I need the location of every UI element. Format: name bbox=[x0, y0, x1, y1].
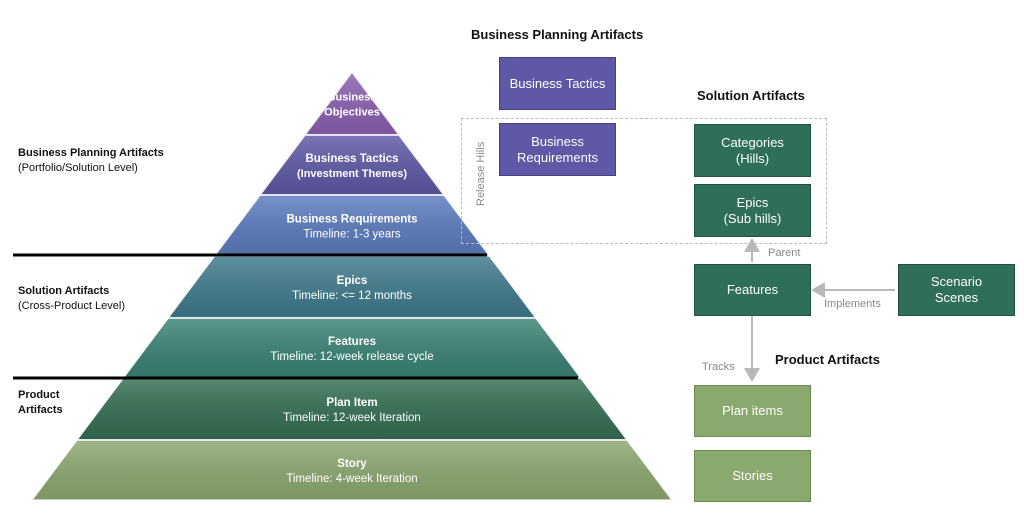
heading-product-artifacts: Product Artifacts bbox=[775, 352, 880, 367]
side-label-business-planning: Business Planning Artifacts (Portfolio/S… bbox=[18, 146, 164, 176]
pyramid-layer-title-6: Plan Item bbox=[326, 397, 377, 409]
heading-business-planning-artifacts: Business Planning Artifacts bbox=[471, 27, 644, 42]
side-label-solution-title: Solution Artifacts bbox=[18, 285, 110, 297]
box-scenario-line2: Scenes bbox=[934, 290, 979, 305]
side-label-product-line1: Product bbox=[18, 389, 60, 401]
pyramid-layer-title-7: Story bbox=[337, 458, 367, 470]
connector-label-tracks: Tracks bbox=[702, 361, 735, 373]
release-hills-region bbox=[461, 118, 827, 244]
pyramid-layer-title-3: Business Requirements bbox=[286, 214, 417, 226]
box-scenario-scenes: Scenario Scenes bbox=[898, 264, 1015, 316]
box-features: Features bbox=[694, 264, 811, 316]
box-business-requirements: Business Requirements bbox=[499, 123, 616, 176]
box-categories: Categories (Hills) bbox=[694, 124, 811, 177]
pyramid-layer-sub-3: Timeline: 1-3 years bbox=[303, 229, 401, 241]
pyramid-layer-sub-7: Timeline: 4-week Iteration bbox=[286, 473, 417, 485]
pyramid-layer-title-4: Epics bbox=[337, 275, 368, 287]
connector-label-parent: Parent bbox=[768, 247, 801, 259]
pyramid-layer-title-5: Features bbox=[328, 336, 376, 348]
box-scenario-line1: Scenario bbox=[930, 274, 983, 289]
box-plan-items-label: Plan items bbox=[722, 403, 783, 418]
side-label-solution-sub: (Cross-Product Level) bbox=[18, 300, 125, 312]
box-plan-items: Plan items bbox=[694, 385, 811, 437]
pyramid-layer-shade-2 bbox=[260, 135, 444, 195]
pyramid-layer-shade-3 bbox=[214, 195, 490, 256]
side-label-business-sub: (Portfolio/Solution Level) bbox=[18, 162, 138, 174]
pyramid-layer-title-1: Business bbox=[328, 92, 377, 104]
box-categories-line2: (Hills) bbox=[735, 150, 770, 166]
side-label-product-line2: Artifacts bbox=[18, 404, 63, 416]
box-business-requirements-line1: Business bbox=[531, 133, 584, 149]
side-label-product: Product Artifacts bbox=[18, 388, 63, 418]
box-categories-line1: Categories bbox=[721, 134, 784, 150]
pyramid-layer-shade-7 bbox=[32, 440, 672, 500]
pyramid-layer-shade-5 bbox=[123, 318, 581, 378]
box-epics: Epics (Sub hills) bbox=[694, 184, 811, 237]
box-epics-line1: Epics bbox=[736, 194, 769, 210]
pyramid-layer-sub-4: Timeline: <= 12 months bbox=[292, 290, 412, 302]
box-business-requirements-line2: Requirements bbox=[517, 149, 598, 165]
side-label-business-title: Business Planning Artifacts bbox=[18, 147, 164, 159]
pyramid-layer-sub-6: Timeline: 12-week Iteration bbox=[283, 412, 421, 424]
pyramid-layer-sub-5: Timeline: 12-week release cycle bbox=[270, 351, 433, 363]
pyramid-layer-shade-4 bbox=[168, 256, 536, 318]
connector-label-implements: Implements bbox=[824, 298, 881, 310]
heading-solution-artifacts: Solution Artifacts bbox=[697, 88, 805, 103]
release-hills-label: Release Hills bbox=[475, 141, 487, 206]
box-features-label: Features bbox=[726, 282, 779, 297]
box-business-tactics-label: Business Tactics bbox=[509, 75, 606, 91]
pyramid-layer-title-2: Business Tactics bbox=[305, 153, 398, 165]
pyramid-layer-sub-2: (Investment Themes) bbox=[297, 168, 407, 180]
box-stories: Stories bbox=[694, 450, 811, 502]
pyramid-layer-shade-1 bbox=[304, 72, 400, 135]
side-label-solution: Solution Artifacts (Cross-Product Level) bbox=[18, 284, 125, 314]
pyramid-layer-sub-1: Objectives bbox=[324, 107, 380, 119]
box-epics-line2: (Sub hills) bbox=[723, 210, 782, 226]
box-business-tactics: Business Tactics bbox=[499, 57, 616, 110]
box-stories-label: Stories bbox=[732, 468, 773, 483]
pyramid-layer-shade-6 bbox=[76, 378, 628, 440]
